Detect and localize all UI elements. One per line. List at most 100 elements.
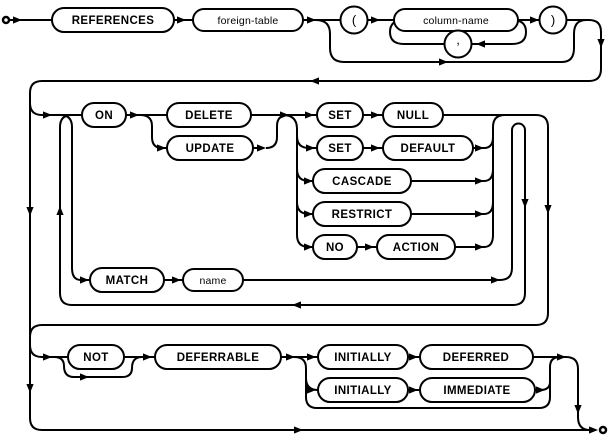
node-match-label: MATCH [106, 275, 149, 287]
node-delete-label: DELETE [185, 110, 233, 122]
arrowhead [177, 16, 186, 24]
node-deferrable-label: DEFERRABLE [177, 352, 260, 364]
node-cascade: CASCADE [312, 168, 412, 194]
end-terminal [598, 425, 608, 435]
node-no-label: NO [326, 242, 344, 254]
node-close-paren-label: ) [551, 13, 555, 28]
node-deferred-label: DEFERRED [443, 352, 509, 364]
arrowhead [536, 386, 545, 394]
arrowhead [475, 210, 484, 218]
arrowhead [80, 276, 89, 284]
node-on-label: ON [95, 110, 113, 122]
arrowhead [13, 16, 22, 24]
node-foreign-table-label: foreign-table [218, 15, 279, 27]
node-set-1: SET [316, 102, 364, 128]
arrowhead [157, 144, 166, 152]
arrowhead [597, 39, 605, 48]
node-action-label: ACTION [393, 242, 439, 254]
node-name-label: name [199, 275, 226, 287]
arrowhead [306, 144, 315, 152]
node-column-name-label: column-name [423, 15, 489, 27]
node-immediate: IMMEDIATE [419, 377, 536, 403]
arrowhead [130, 111, 139, 119]
arrowhead [143, 353, 152, 361]
arrowhead [521, 199, 529, 208]
arrowhead [292, 301, 301, 309]
arrowhead [557, 353, 566, 361]
node-initially-2: INITIALLY [317, 377, 409, 403]
arrowhead [304, 177, 313, 185]
node-delete: DELETE [166, 102, 252, 128]
arrowhead [307, 353, 316, 361]
node-initially-1: INITIALLY [317, 344, 409, 370]
node-initially-2-label: INITIALLY [334, 385, 391, 397]
node-references-label: REFERENCES [72, 15, 155, 27]
node-deferrable: DEFERRABLE [154, 344, 282, 370]
node-close-paren: ) [538, 5, 568, 35]
arrowhead [409, 386, 418, 394]
node-default: DEFAULT [382, 135, 474, 161]
node-column-name: column-name [393, 8, 519, 32]
node-deferred: DEFERRED [419, 344, 534, 370]
arrowhead [589, 426, 598, 434]
node-update-label: UPDATE [186, 143, 235, 155]
node-restrict-label: RESTRICT [332, 209, 393, 221]
node-comma: , [443, 29, 473, 59]
node-null-label: NULL [397, 110, 429, 122]
arrowhead [439, 58, 448, 66]
arrowhead [307, 386, 316, 394]
arrowhead [409, 353, 418, 361]
start-terminal [1, 15, 11, 25]
arrowhead [43, 353, 52, 361]
arrowhead [80, 373, 89, 381]
node-set-1-label: SET [328, 110, 352, 122]
arrowheads [13, 16, 605, 434]
arrowhead [475, 243, 484, 251]
arrowhead [491, 276, 500, 284]
node-cascade-label: CASCADE [332, 176, 392, 188]
node-foreign-table: foreign-table [192, 8, 304, 32]
arrowhead [307, 16, 316, 24]
arrowhead [310, 77, 319, 85]
arrowhead [26, 384, 34, 393]
node-open-paren: ( [339, 5, 369, 35]
arrowhead [43, 111, 52, 119]
node-match: MATCH [89, 267, 165, 293]
arrowhead [294, 426, 303, 434]
arrowhead [56, 206, 64, 215]
arrowhead [371, 144, 380, 152]
arrowhead [476, 40, 485, 48]
arrowhead [304, 243, 313, 251]
node-action: ACTION [376, 234, 456, 260]
arrowhead [257, 144, 266, 152]
arrowhead [574, 405, 582, 414]
node-not: NOT [67, 344, 125, 370]
node-no: NO [312, 234, 358, 260]
node-immediate-label: IMMEDIATE [443, 385, 510, 397]
node-name: name [182, 268, 244, 292]
arrowhead [371, 111, 380, 119]
arrowhead [305, 111, 314, 119]
arrowhead [530, 16, 539, 24]
arrowhead [172, 276, 181, 284]
arrowhead [475, 177, 484, 185]
node-set-2: SET [316, 135, 364, 161]
arrowhead [371, 16, 380, 24]
node-references: REFERENCES [51, 7, 175, 33]
node-comma-label: , [456, 32, 460, 47]
arrowhead [286, 353, 295, 361]
arrowhead [304, 210, 313, 218]
arrowhead [475, 144, 484, 152]
node-not-label: NOT [83, 352, 108, 364]
node-default-label: DEFAULT [401, 143, 456, 155]
node-null: NULL [382, 102, 444, 128]
node-initially-1-label: INITIALLY [334, 352, 391, 364]
arrowhead [365, 243, 374, 251]
node-update: UPDATE [166, 135, 254, 161]
arrowhead [544, 205, 552, 214]
node-set-2-label: SET [328, 143, 352, 155]
arrowhead [26, 207, 34, 216]
node-restrict: RESTRICT [312, 201, 412, 227]
arrowhead [280, 111, 289, 119]
